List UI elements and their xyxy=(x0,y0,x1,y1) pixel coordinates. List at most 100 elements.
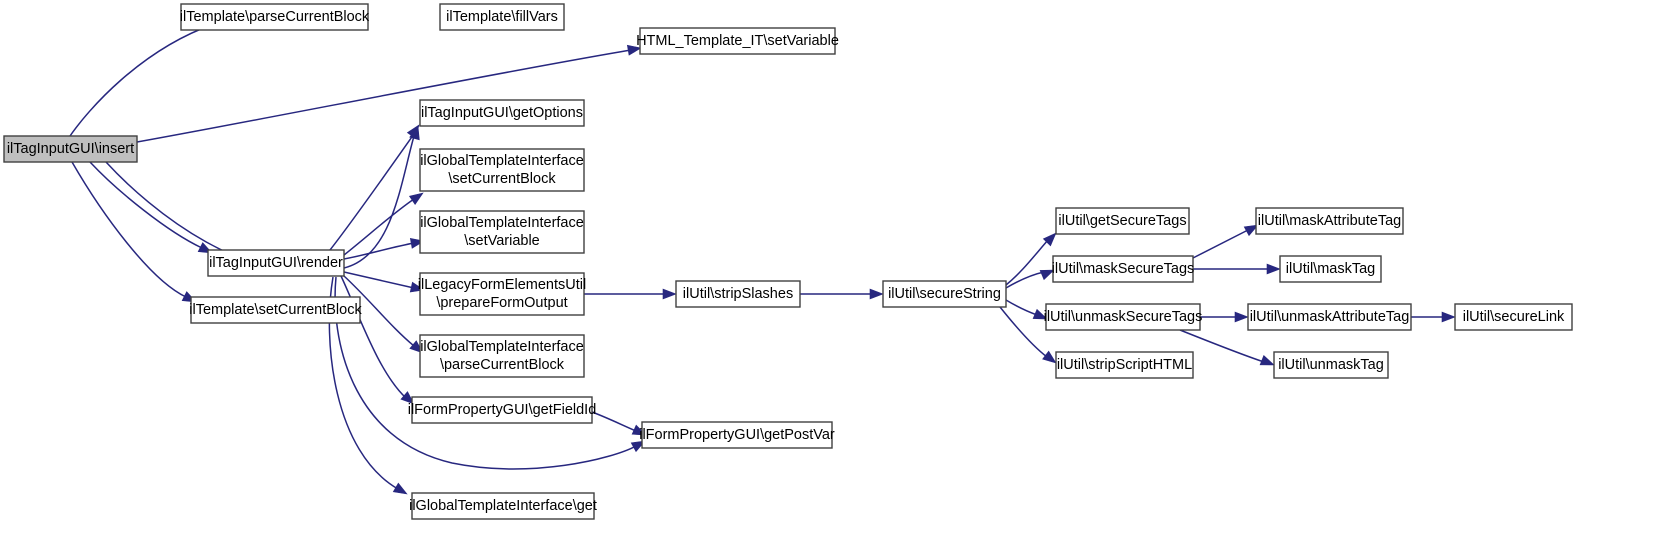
graph-node-tpl_setCurrentBlock[interactable]: ilTemplate\setCurrentBlock xyxy=(189,296,362,324)
edge-unmaskAttributeTag-to-secureLink xyxy=(1411,311,1456,323)
edge-render-to-getOptions xyxy=(329,124,420,251)
node-label: \prepareFormOutput xyxy=(436,295,567,311)
node-label: ilUtil\getSecureTags xyxy=(1058,213,1186,229)
node-box[interactable] xyxy=(1247,303,1412,331)
node-box[interactable] xyxy=(419,148,585,192)
graph-node-tpl_fillVars[interactable]: ilTemplate\fillVars xyxy=(439,3,565,31)
node-label: ilUtil\stripScriptHTML xyxy=(1057,357,1192,373)
edge-unmaskSecureTags-to-unmaskTag xyxy=(1179,329,1275,366)
node-box[interactable] xyxy=(1052,255,1194,283)
graph-node-maskTag[interactable]: ilUtil\maskTag xyxy=(1279,255,1382,283)
edge-maskSecureTags-to-maskAttributeTag xyxy=(1192,224,1259,259)
edge-render-to-gti_setCurrentBlock xyxy=(343,192,424,256)
edge-line xyxy=(1005,239,1049,286)
node-label: ilUtil\maskAttributeTag xyxy=(1258,213,1401,229)
node-label: ilUtil\unmaskSecureTags xyxy=(1044,309,1203,325)
node-label: ilTagInputGUI\getOptions xyxy=(421,105,583,121)
graph-node-getFieldId[interactable]: ilFormPropertyGUI\getFieldId xyxy=(408,396,597,424)
graph-node-gti_setVariable[interactable]: ilGlobalTemplateInterface\setVariable xyxy=(419,210,585,254)
node-box[interactable] xyxy=(639,27,836,55)
arrowhead-icon xyxy=(1039,269,1055,281)
node-label: ilLegacyFormElementsUtil xyxy=(418,277,586,293)
node-box[interactable] xyxy=(180,3,369,31)
node-box[interactable] xyxy=(411,396,593,424)
node-box[interactable] xyxy=(3,135,138,163)
node-box[interactable] xyxy=(1045,303,1201,331)
graph-node-unmaskTag[interactable]: ilUtil\unmaskTag xyxy=(1273,351,1389,379)
graph-node-stripScriptHTML[interactable]: ilUtil\stripScriptHTML xyxy=(1055,351,1194,379)
graph-node-secureLink[interactable]: ilUtil\secureLink xyxy=(1454,303,1573,331)
edge-unmaskSecureTags-to-unmaskAttributeTag xyxy=(1200,311,1249,323)
arrowhead-icon xyxy=(1042,350,1057,364)
node-box[interactable] xyxy=(419,99,585,127)
node-box[interactable] xyxy=(207,249,345,277)
edge-render-to-getFieldId xyxy=(340,275,415,405)
edge-line xyxy=(69,23,215,137)
node-label: ilUtil\secureString xyxy=(888,286,1001,302)
arrowhead-icon xyxy=(869,288,884,300)
graph-node-gti_parseCurrentBlock[interactable]: ilGlobalTemplateInterface\parseCurrentBl… xyxy=(419,334,585,378)
node-box[interactable] xyxy=(1055,207,1190,235)
node-box[interactable] xyxy=(641,421,833,449)
node-label: ilGlobalTemplateInterface xyxy=(420,153,584,169)
edge-line xyxy=(1005,299,1038,316)
node-box[interactable] xyxy=(882,280,1007,308)
edge-line xyxy=(999,306,1048,358)
node-box[interactable] xyxy=(419,210,585,254)
edge-insert-to-tpl_parseCurrentBlock xyxy=(69,19,225,137)
arrowhead-icon xyxy=(662,288,677,300)
arrowhead-icon xyxy=(1441,311,1456,323)
graph-node-getPostVar[interactable]: ilFormPropertyGUI\getPostVar xyxy=(639,421,835,449)
node-label: ilTagInputGUI\render xyxy=(209,255,343,271)
graph-node-insert[interactable]: ilTagInputGUI\insert xyxy=(3,135,138,163)
arrowhead-icon xyxy=(408,192,424,205)
edge-maskSecureTags-to-maskTag xyxy=(1193,263,1281,275)
graph-node-maskSecureTags[interactable]: ilUtil\maskSecureTags xyxy=(1052,255,1195,283)
arrowhead-icon xyxy=(406,124,420,139)
edge-secureString-to-maskSecureTags xyxy=(1005,269,1055,289)
graph-node-render[interactable]: ilTagInputGUI\render xyxy=(207,249,345,277)
graph-node-secureString[interactable]: ilUtil\secureString xyxy=(882,280,1007,308)
node-label: \setVariable xyxy=(464,233,540,249)
node-box[interactable] xyxy=(439,3,565,31)
node-box[interactable] xyxy=(1273,351,1389,379)
arrowhead-icon xyxy=(392,482,408,495)
graph-node-maskAttributeTag[interactable]: ilUtil\maskAttributeTag xyxy=(1255,207,1404,235)
node-label: ilTagInputGUI\insert xyxy=(7,141,134,157)
graph-node-gti_setCurrentBlock[interactable]: ilGlobalTemplateInterface\setCurrentBloc… xyxy=(419,148,585,192)
node-box[interactable] xyxy=(419,272,585,316)
edge-line xyxy=(1179,329,1265,363)
arrowhead-icon xyxy=(1042,232,1057,247)
node-box[interactable] xyxy=(411,492,595,520)
graph-node-html_setVariable[interactable]: HTML_Template_IT\setVariable xyxy=(636,27,839,55)
graph-node-prepareFormOutput[interactable]: ilLegacyFormElementsUtil \prepareFormOutp… xyxy=(418,272,586,316)
edge-secureString-to-getSecureTags xyxy=(1005,232,1057,286)
arrowhead-icon xyxy=(626,44,642,56)
arrowhead-icon xyxy=(1032,308,1048,320)
node-box[interactable] xyxy=(1055,351,1194,379)
node-label: ilTemplate\setCurrentBlock xyxy=(189,302,362,318)
graph-node-unmaskSecureTags[interactable]: ilUtil\unmaskSecureTags xyxy=(1044,303,1203,331)
edge-render-to-prepareFormOutput xyxy=(343,271,425,293)
arrowhead-icon xyxy=(1259,355,1275,366)
graph-node-getOptions[interactable]: ilTagInputGUI\getOptions xyxy=(419,99,585,127)
node-box[interactable] xyxy=(419,334,585,378)
node-box[interactable] xyxy=(190,296,361,324)
edge-line xyxy=(343,198,415,256)
graph-node-stripSlashes[interactable]: ilUtil\stripSlashes xyxy=(675,280,801,308)
graph-node-tpl_parseCurrentBlock[interactable]: ilTemplate\parseCurrentBlock xyxy=(180,3,370,31)
node-box[interactable] xyxy=(1454,303,1573,331)
node-box[interactable] xyxy=(675,280,801,308)
graph-node-getSecureTags[interactable]: ilUtil\getSecureTags xyxy=(1055,207,1190,235)
graph-node-unmaskAttributeTag[interactable]: ilUtil\unmaskAttributeTag xyxy=(1247,303,1412,331)
node-label: ilTemplate\fillVars xyxy=(446,9,558,25)
node-box[interactable] xyxy=(1255,207,1404,235)
edge-line xyxy=(329,133,415,251)
node-box[interactable] xyxy=(1279,255,1382,283)
graph-node-gti_get[interactable]: ilGlobalTemplateInterface\get xyxy=(409,492,597,520)
edge-line xyxy=(1005,271,1045,289)
node-label: HTML_Template_IT\setVariable xyxy=(636,33,839,49)
edge-line xyxy=(591,411,637,432)
